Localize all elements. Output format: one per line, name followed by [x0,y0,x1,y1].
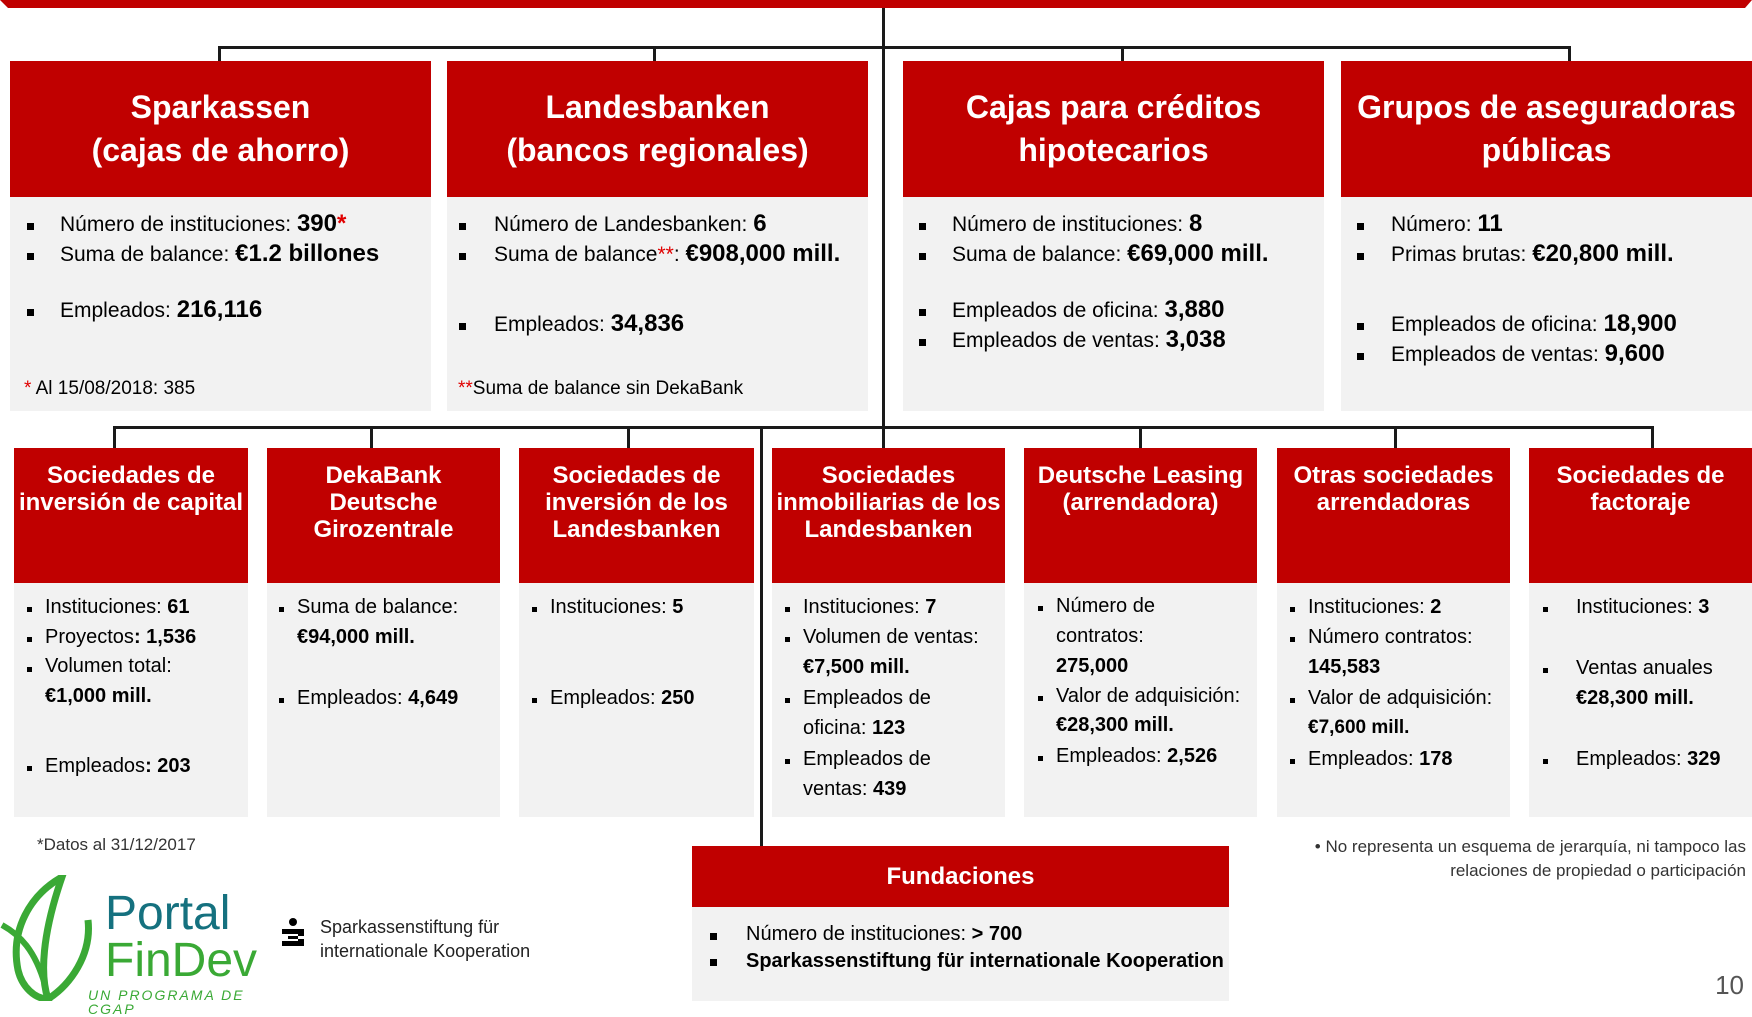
list-item-value: oficina: 123 [803,717,906,739]
list-item: Empleados: 329 [1576,748,1721,770]
list-item: Número contratos: [1308,626,1473,648]
list-item: Suma de balance: €1.2 billones [60,240,380,267]
list-item: Primas brutas: €20,800 mill. [1391,240,1674,267]
list-item: Empleados de [803,687,931,709]
footnote: * Al 15/08/2018: 385 [24,378,196,399]
list-item: Número de Landesbanken: 6 [494,210,767,237]
list-item: Instituciones: 7 [803,596,937,618]
list-item: Empleados de [803,748,931,770]
list-item: Proyectos: 1,536 [45,626,197,648]
list-item: Instituciones: 3 [1576,596,1710,618]
list-item: Empleados de oficina: 3,880 [952,296,1225,323]
list-item-value: €28,300 mill. [1056,714,1174,736]
list-item-value: €7,500 mill. [803,656,910,678]
list-item: Instituciones: 5 [550,596,684,618]
list-item: Suma de balance: [297,596,459,618]
footnote: **Suma de balance sin DekaBank [458,378,744,399]
leaf-icon [0,875,92,1001]
card-body: Instituciones: 7 Volumen de ventas: €7,5… [772,583,1005,817]
card-body: Instituciones: 2 Número contratos: 145,5… [1277,583,1510,817]
list-item-value: 145,583 [1308,656,1381,678]
list-item-value: €28,300 mill. [1576,687,1694,709]
card-body: Suma de balance: €94,000 mill. Empleados… [267,583,500,817]
card-body: Número de instituciones: > 700 Sparkasse… [692,907,1229,1001]
list-item: Empleados: 4,649 [297,687,459,709]
sparkasse-s-icon [282,918,304,946]
page-number: 10 [1715,970,1744,1000]
list-item: Número de instituciones: 8 [952,210,1203,237]
list-item: Empleados: 34,836 [494,310,685,337]
list-item: Ventas anuales [1576,657,1713,679]
list-item: Volumen de ventas: [803,626,979,648]
card-body: Instituciones: 61 Proyectos: 1,536 Volum… [14,583,248,817]
list-item-value: €7,600 mill. [1308,717,1410,738]
sparkassenstiftung-logo: Sparkassenstiftung für internationale Ko… [280,915,580,975]
list-item: Empleados: 250 [550,687,695,709]
card-body: Instituciones: 5 Empleados: 250 [519,583,754,817]
list-item: Instituciones: 61 [45,596,190,618]
list-item: Instituciones: 2 [1308,596,1442,618]
card-body: Instituciones: 3 Ventas anuales €28,300 … [1529,583,1752,817]
card-body: Número de instituciones: 390* Suma de ba… [10,197,431,411]
logo-text-findev: FinDev [105,934,258,987]
list-item-value: 275,000 [1056,655,1129,677]
list-item: Número: 11 [1391,210,1503,237]
sparkassenstiftung-text: Sparkassenstiftung für internationale Ko… [320,917,531,961]
card-body: Número de instituciones: 8 Suma de balan… [903,197,1324,411]
card-header: Deutsche Leasing(arrendadora) [1024,448,1257,583]
card-body: Número de Landesbanken: 6 Suma de balanc… [447,197,868,411]
list-item: Empleados de ventas: 3,038 [952,326,1226,353]
card-header: Fundaciones [692,846,1229,907]
list-item: Empleados de ventas: 9,600 [1391,340,1665,367]
portal-findev-logo: Portal FinDev UN PROGRAMA DE CGAP [0,875,260,1016]
list-item-cont: contratos: [1056,625,1144,647]
list-item-value: ventas: 439 [803,778,907,800]
card-body: Número de contratos: 275,000 Valor de ad… [1024,583,1257,817]
list-item: Empleados: 216,116 [60,296,263,323]
list-item: Suma de balance: €69,000 mill. [952,240,1269,267]
list-item: Empleados: 203 [45,755,191,777]
top-banner [0,0,1752,10]
list-item: Volumen total: [45,655,172,677]
list-item: Empleados: 2,526 [1056,745,1218,767]
logo-text-portal: Portal [105,887,231,940]
logo-tagline: UN PROGRAMA DE CGAP [88,987,245,1017]
list-item-value: €1,000 mill. [45,685,152,707]
card-body: Número: 11 Primas brutas: €20,800 mill. … [1341,197,1752,411]
list-item: Empleados de oficina: 18,900 [1391,310,1677,337]
footnote-left: *Datos al 31/12/2017 [37,835,196,854]
list-item-value: €94,000 mill. [297,626,415,648]
card-header: Landesbanken(bancos regionales) [447,61,868,197]
list-item: Número de [1056,595,1155,617]
list-item: Número de instituciones: > 700 [746,923,1023,945]
list-item: Número de instituciones: 390* [60,210,347,237]
list-item: Valor de adquisición: [1056,685,1241,707]
list-item: Sparkassenstiftung für internationale Ko… [746,950,1224,972]
card-header: Sparkassen(cajas de ahorro) [10,61,431,197]
list-item: Empleados: 178 [1308,748,1453,770]
footnote-right: • No representa un esquema de jerarquía,… [1314,837,1746,880]
list-item: Suma de balance**: €908,000 mill. [494,240,841,267]
list-item: Valor de adquisición: [1308,687,1493,709]
